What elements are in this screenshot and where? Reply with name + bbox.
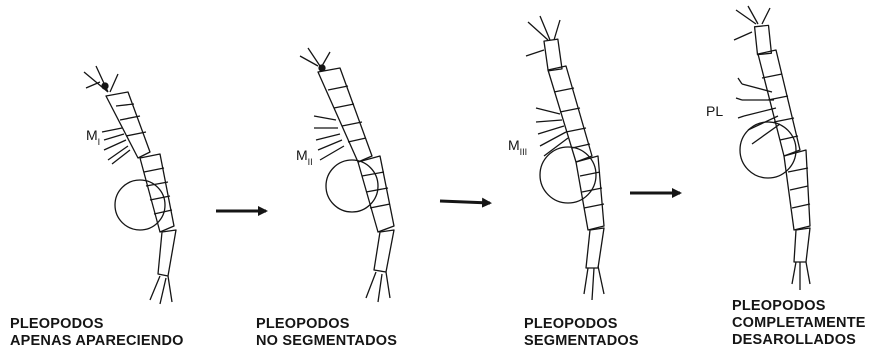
larva-illustration-stage-2 [300, 48, 394, 302]
stage-2-caption-line-2: NO SEGMENTADOS [256, 333, 397, 350]
stage-4-caption: PLEOPODOS COMPLETAMENTE DESAROLLADOS [732, 298, 866, 349]
stage-3-caption: PLEOPODOS SEGMENTADOS [524, 316, 639, 350]
stage-3-marker: MIII [508, 137, 527, 157]
stage-3-caption-line-1: PLEOPODOS [524, 316, 639, 333]
stage-2-marker: MII [296, 147, 313, 167]
larva-illustration-stage-4 [734, 6, 810, 290]
stage-2-caption-line-1: PLEOPODOS [256, 316, 397, 333]
stage-1-caption-line-1: PLEOPODOS [10, 316, 184, 333]
stage-1-marker: MI [86, 127, 100, 147]
stage-3-caption-line-2: SEGMENTADOS [524, 333, 639, 350]
stage-4-caption-line-3: DESAROLLADOS [732, 332, 866, 349]
stage-4-marker: PL [706, 103, 723, 119]
progression-arrow-2 [440, 201, 490, 203]
larva-illustration-stage-1 [84, 66, 176, 304]
stage-1-caption: PLEOPODOS APENAS APARECIENDO [10, 316, 184, 350]
stage-4-caption-line-2: COMPLETAMENTE [732, 315, 866, 332]
stage-2-caption: PLEOPODOS NO SEGMENTADOS [256, 316, 397, 350]
larva-illustration-stage-3 [526, 16, 604, 300]
stage-1-caption-line-2: APENAS APARECIENDO [10, 333, 184, 350]
stage-4-caption-line-1: PLEOPODOS [732, 298, 866, 315]
